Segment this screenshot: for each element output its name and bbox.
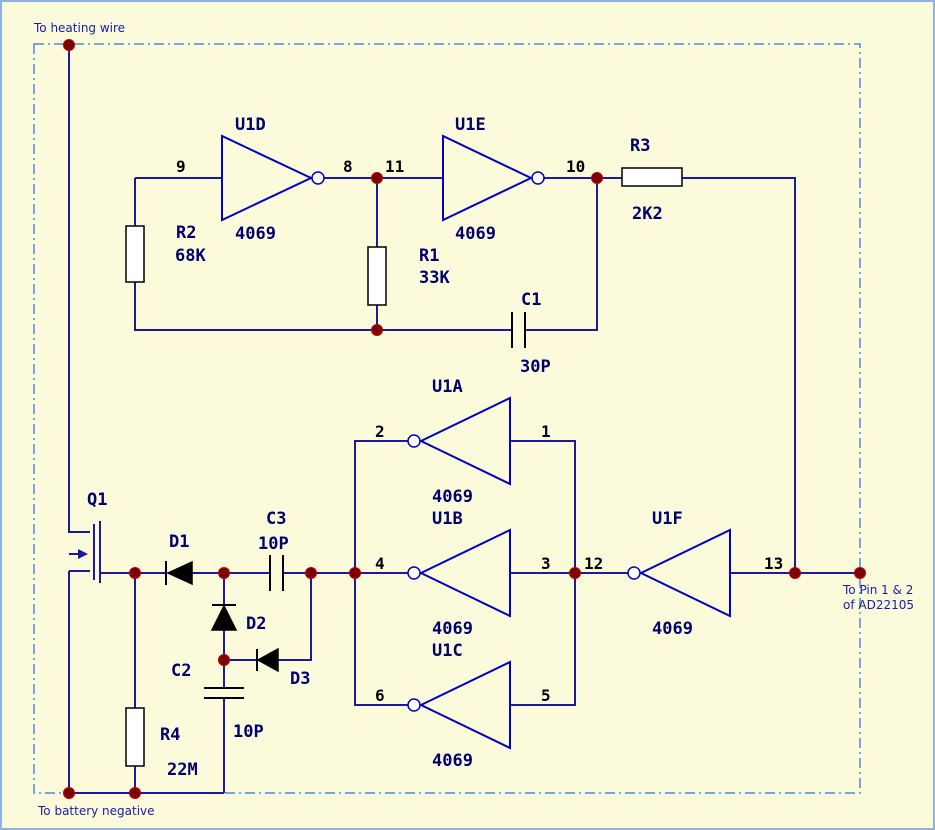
d2-diode — [210, 604, 238, 631]
u1d-value: 4069 — [235, 224, 276, 244]
enclosure-boundary — [33, 43, 861, 794]
r3-resistor — [621, 167, 683, 187]
r3-label: R3 — [630, 136, 650, 156]
u1d-label: U1D — [235, 115, 266, 135]
u1f-label: U1F — [652, 509, 683, 529]
u1b-label: U1B — [432, 509, 463, 529]
r3-value: 2K2 — [632, 204, 663, 224]
u1e-label: U1E — [455, 115, 486, 135]
ad22105-note-line1: To Pin 1 & 2 — [842, 583, 913, 597]
u1e-pin-in: 11 — [385, 157, 404, 176]
u1d-inverter — [221, 134, 325, 222]
u1a-value: 4069 — [432, 487, 473, 507]
r4-resistor — [125, 707, 145, 767]
u1c-pin-in: 5 — [541, 686, 551, 705]
q1-mosfet — [78, 521, 101, 583]
d3-diode — [256, 647, 279, 673]
r2-resistor — [125, 225, 145, 283]
c1-value: 30P — [520, 357, 551, 377]
u1a-pin-out: 2 — [375, 422, 385, 441]
u1f-pin-in: 13 — [764, 554, 783, 573]
d1-label: D1 — [169, 532, 189, 552]
d1-diode — [165, 560, 193, 586]
c1-capacitor — [511, 312, 526, 348]
u1e-inverter — [442, 134, 545, 222]
c3-capacitor — [269, 555, 284, 591]
q1-label: Q1 — [87, 490, 107, 510]
heating-wire-note: To heating wire — [33, 21, 125, 35]
r1-resistor — [367, 246, 387, 306]
u1e-pin-out: 10 — [566, 157, 585, 176]
u1f-value: 4069 — [652, 619, 693, 639]
battery-negative-note: To battery negative — [37, 804, 155, 818]
u1f-inverter — [627, 528, 731, 618]
r2-label: R2 — [176, 223, 196, 243]
u1b-inverter — [407, 528, 511, 618]
d3-label: D3 — [290, 669, 310, 689]
u1a-inverter — [407, 396, 511, 486]
ad22105-note-line2: of AD22105 — [843, 598, 914, 612]
u1d-pin-out: 8 — [343, 157, 353, 176]
c2-label: C2 — [171, 661, 191, 681]
c2-capacitor — [204, 687, 244, 699]
u1c-pin-out: 6 — [375, 686, 385, 705]
r1-label: R1 — [419, 246, 439, 266]
c3-value: 10P — [258, 534, 289, 554]
c1-label: C1 — [521, 290, 541, 310]
u1b-pin-in: 3 — [541, 554, 551, 573]
u1a-pin-in: 1 — [541, 422, 551, 441]
r2-value: 68K — [175, 246, 206, 266]
u1b-pin-out: 4 — [375, 554, 385, 573]
r4-value: 22M — [167, 760, 198, 780]
d2-label: D2 — [246, 614, 266, 634]
c3-label: C3 — [266, 509, 286, 529]
u1f-pin-out: 12 — [584, 554, 603, 573]
r1-value: 33K — [419, 268, 450, 288]
u1a-label: U1A — [432, 377, 463, 397]
u1c-value: 4069 — [432, 751, 473, 771]
junctions — [63, 39, 866, 799]
c2-value: 10P — [233, 722, 264, 742]
u1d-pin-in: 9 — [176, 157, 186, 176]
u1c-inverter — [407, 660, 511, 750]
u1e-value: 4069 — [455, 224, 496, 244]
u1c-label: U1C — [432, 641, 463, 661]
r4-label: R4 — [160, 725, 180, 745]
u1b-value: 4069 — [432, 619, 473, 639]
